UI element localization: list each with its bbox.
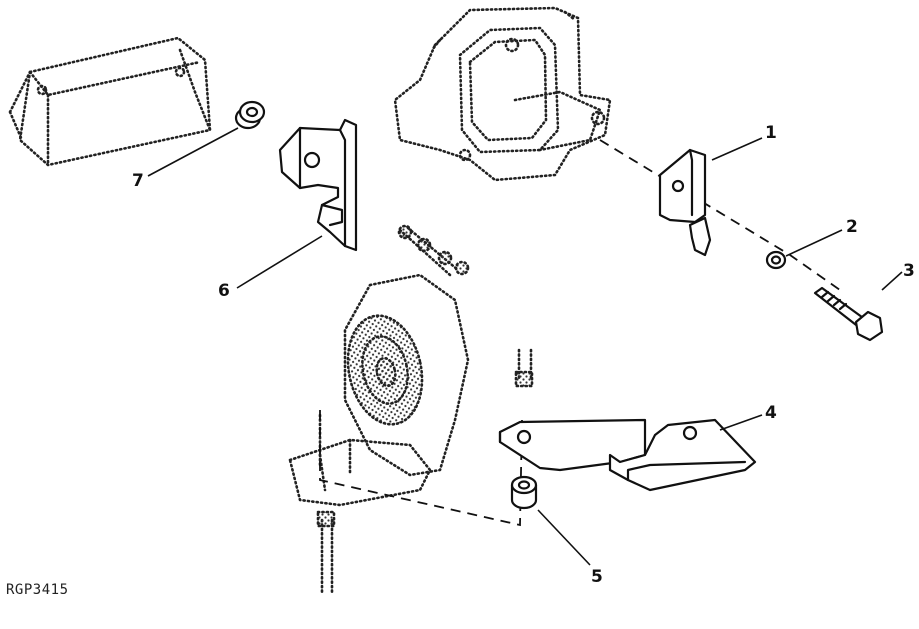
part-1-bracket <box>658 148 712 257</box>
callout-6: 6 <box>218 281 230 301</box>
part-6-bracket <box>278 118 358 252</box>
part-2-nut <box>765 250 787 270</box>
part-5-spacer <box>510 475 538 510</box>
part-4-support-bracket <box>498 418 757 492</box>
part-3-cap-screw <box>813 286 884 342</box>
callout-4: 4 <box>765 403 777 423</box>
figure-code: RGP3415 <box>6 582 69 598</box>
callout-7: 7 <box>132 171 144 191</box>
reference-alternator <box>288 224 470 507</box>
callout-5: 5 <box>591 567 603 587</box>
callout-2: 2 <box>846 217 858 237</box>
reference-bolts <box>316 348 534 594</box>
callout-1: 1 <box>765 123 777 143</box>
callout-3: 3 <box>903 261 915 281</box>
reference-engine-flange <box>393 6 612 182</box>
leader-lines <box>147 127 903 566</box>
reference-housing-block <box>8 36 212 167</box>
part-7-spacer <box>234 100 266 130</box>
